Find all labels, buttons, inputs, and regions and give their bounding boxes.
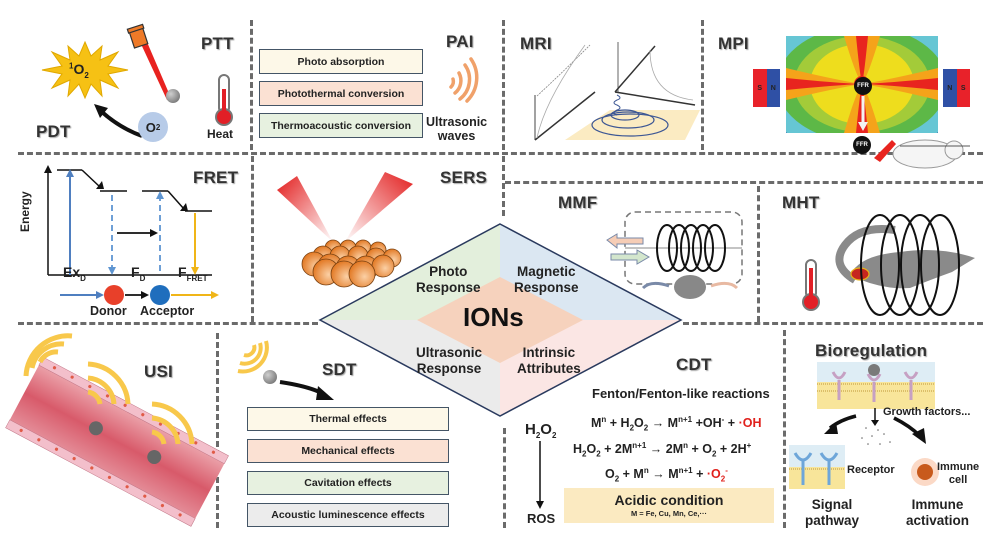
pai-step-box: Photo absorption — [259, 49, 423, 74]
singlet-oxygen-burst-icon — [41, 40, 129, 100]
sdt-waves-icon — [237, 340, 269, 374]
sdt-title: SDT — [322, 360, 357, 379]
sdt-arrow-icon — [279, 380, 334, 400]
f-d-label: FD — [131, 264, 146, 283]
sdt-effect-box: Acoustic luminescence effects — [247, 503, 449, 527]
fenton-equation-2: H2O2 + 2Mn+1 → 2Mn + O2 + 2H+ — [573, 441, 752, 459]
fret-transfer-arrows — [60, 285, 219, 305]
receptor-label: Receptor — [847, 464, 895, 476]
usi-title: USI — [144, 362, 173, 381]
divider-mmf-top — [505, 181, 983, 184]
mht-coil-mouse-illustration — [835, 214, 975, 316]
acceptor-label: Acceptor — [140, 304, 195, 318]
ex-d-label: ExD — [63, 264, 86, 283]
arrow-icon — [94, 104, 143, 138]
ptt-title: PTT — [201, 34, 234, 53]
ultrasonic-waves-icon — [449, 57, 479, 103]
divider-fret-sers — [251, 156, 254, 322]
energy-axis-label: Energy — [18, 191, 32, 232]
ions-diamond — [318, 223, 683, 417]
mht-thermometer-icon — [802, 259, 820, 311]
mri-relaxation-illustration — [534, 42, 700, 141]
immune-cell-label: Immune cell — [937, 461, 980, 486]
divider-mri-mpi — [701, 20, 704, 150]
immune-activation-label: Immune activation — [906, 497, 970, 528]
bioregulation-title: Bioregulation — [815, 341, 928, 360]
h2o2-to-ros-arrow — [536, 441, 544, 509]
mht-title: MHT — [782, 193, 820, 212]
immune-cell-icon — [911, 458, 939, 486]
receptor-membrane-icon — [789, 445, 845, 489]
nanoparticle-icon — [166, 89, 180, 103]
sdt-effect-box: Cavitation effects — [247, 471, 449, 495]
mmf-title: MMF — [558, 193, 598, 212]
f-fret-label: FFRET — [178, 264, 208, 283]
ultrasonic-waves-label: Ultrasonic waves — [426, 115, 488, 144]
ions-title: IONs — [463, 302, 524, 332]
divider-top-row — [18, 152, 983, 155]
growth-factors-label: Growth factors... — [883, 406, 971, 418]
acidic-condition-title: Acidic condition — [614, 492, 724, 508]
ros-label: ROS — [527, 511, 556, 526]
mouse-icon — [874, 139, 970, 169]
fenton-subtitle: Fenton/Fenton-like reactions — [592, 386, 770, 401]
cdt-title: CDT — [676, 355, 712, 374]
divider-middle-right — [683, 322, 983, 325]
sers-title: SERS — [440, 168, 488, 187]
fret-title: FRET — [193, 168, 239, 187]
sdt-effect-box: Thermal effects — [247, 407, 449, 431]
growth-factor-arrows — [824, 408, 926, 445]
cell-membrane-receptors-illustration — [817, 362, 935, 409]
blood-vessel-illustration — [5, 333, 229, 527]
heat-label: Heat — [207, 127, 234, 141]
thermometer-icon — [215, 74, 233, 126]
divider-usi-sdt — [216, 333, 219, 528]
ffr-point: FFR — [854, 77, 872, 95]
ultrasonic-response-label: Ultrasonic Response — [416, 345, 483, 376]
acidic-condition-box: Acidic condition M = Fe, Cu, Mn, Ce,··· — [564, 488, 774, 523]
sdt-effect-box: Mechanical effects — [247, 439, 449, 463]
magnetic-response-label: Magnetic Response — [514, 264, 579, 295]
magnet-right: N S — [943, 69, 970, 107]
signal-pathway-label: Signal pathway — [805, 497, 860, 528]
magnet-left: S N — [753, 69, 780, 107]
fenton-equation-3: O2 + Mn → Mn+1 + ·O2- — [605, 466, 728, 484]
mri-title: MRI — [520, 34, 552, 53]
divider-middle-left — [18, 322, 318, 325]
ffr-arrow-icon — [858, 96, 868, 131]
divider-sers-mmf — [502, 156, 505, 216]
photo-response-label: Photo Response — [416, 264, 481, 295]
donor-label: Donor — [90, 304, 127, 318]
h2o2-label: H2O2 — [525, 421, 557, 440]
pai-step-box: Thermoacoustic conversion — [259, 113, 423, 138]
divider-mmf-mht — [757, 186, 760, 322]
acidic-condition-note: M = Fe, Cu, Mn, Ce,··· — [630, 509, 708, 518]
sdt-nanoparticle-icon — [263, 370, 277, 384]
pdt-title: PDT — [36, 122, 71, 141]
ffr-point-mouse: FFR — [853, 136, 871, 154]
sers-laser-beams — [277, 172, 413, 242]
divider-cdt-bio — [783, 330, 786, 528]
fret-energy-diagram — [44, 165, 212, 276]
mmf-coil-illustration — [606, 211, 743, 299]
intrinsic-attributes-label: Intrinsic Attributes — [517, 345, 581, 376]
laser-icon — [126, 23, 171, 100]
divider-sdt-cdt — [503, 428, 506, 528]
divider-pai-mri — [502, 20, 505, 150]
nanoparticle-cluster-icon — [301, 239, 402, 288]
fenton-equation-1: Mn + H2O2 → Mn+1 +OH- + ·OH — [591, 415, 762, 433]
mpi-title: MPI — [718, 34, 749, 53]
divider-pdt-pai — [250, 20, 253, 150]
singlet-oxygen-label: 1O2 — [69, 61, 89, 80]
core-diamond — [417, 277, 583, 363]
pai-title: PAI — [446, 32, 474, 51]
pai-step-box: Photothermal conversion — [259, 81, 423, 106]
